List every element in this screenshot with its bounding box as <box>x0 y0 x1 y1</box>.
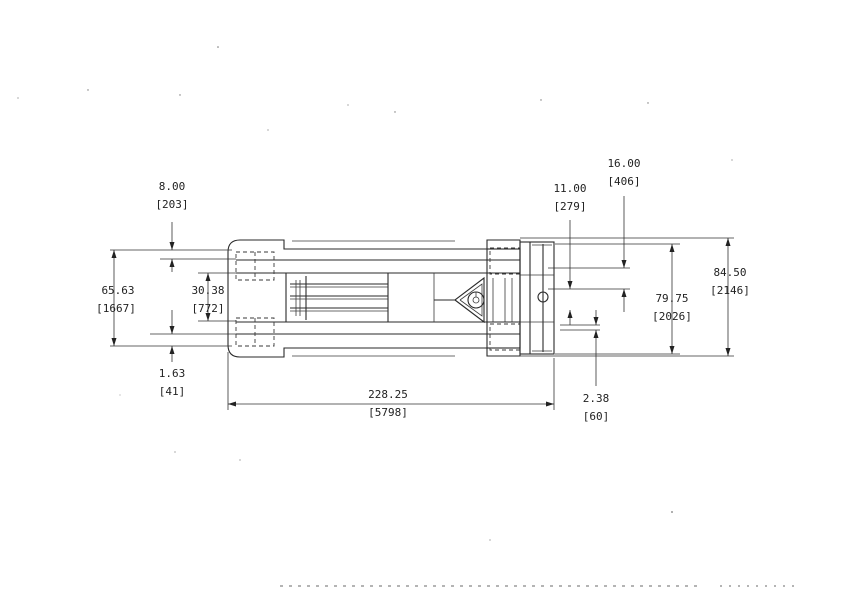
drawbar-assembly <box>434 276 485 324</box>
dimension-labels: 8.00 [203] 65.63 [1667] 30.38 [772] 1.63… <box>96 157 750 423</box>
dim-2-38-value: 2.38 <box>583 392 610 405</box>
dim-16-00-metric: [406] <box>607 175 640 188</box>
vehicle-top-view <box>227 239 555 358</box>
wheel-front-left <box>235 251 275 281</box>
dim-1-63-metric: [41] <box>159 385 186 398</box>
dim-30-38-value: 30.38 <box>191 284 224 297</box>
dim-30-38-metric: [772] <box>191 302 224 315</box>
dim-84-50-value: 84.50 <box>713 266 746 279</box>
scan-specks <box>17 46 733 541</box>
dim-16-00-value: 16.00 <box>607 157 640 170</box>
dim-65-63-value: 65.63 <box>101 284 134 297</box>
vehicle-outline <box>227 239 521 358</box>
dim-8-00-metric: [203] <box>155 198 188 211</box>
wheel-rear-right <box>489 323 521 351</box>
platform-slats <box>290 280 388 316</box>
dim-11-00-metric: [279] <box>553 200 586 213</box>
rear-section <box>486 247 521 351</box>
dim-8-00-value: 8.00 <box>159 180 186 193</box>
dim-79-75-metric: [2026] <box>652 310 692 323</box>
tailgate <box>519 241 555 355</box>
dimension-lines <box>110 196 734 410</box>
dim-65-63-metric: [1667] <box>96 302 136 315</box>
dim-79-75-value: 79.75 <box>655 292 688 305</box>
dim-11-00-value: 11.00 <box>553 182 586 195</box>
dim-228-25-metric: [5798] <box>368 406 408 419</box>
dim-1-63-value: 1.63 <box>159 367 186 380</box>
dim-84-50-metric: [2146] <box>710 284 750 297</box>
dim-2-38-metric: [60] <box>583 410 610 423</box>
wheel-front-right <box>489 247 521 275</box>
wheel-rear-left <box>235 317 275 347</box>
dim-228-25-value: 228.25 <box>368 388 408 401</box>
